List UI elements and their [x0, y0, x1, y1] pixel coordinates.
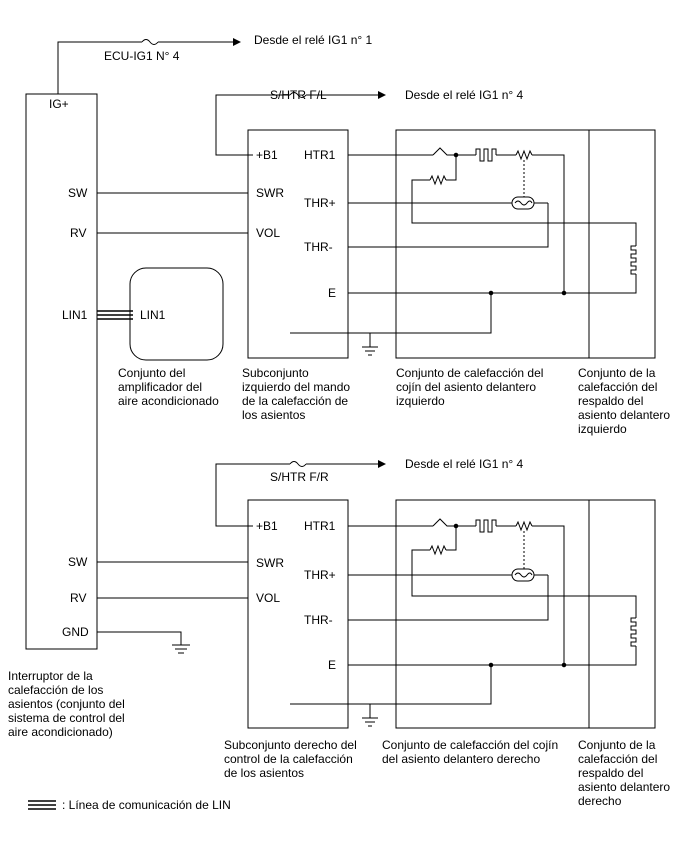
left-junction-2	[561, 290, 567, 296]
right-pin-thr-minus: THR-	[304, 613, 333, 627]
pin-sw1-label: SW	[68, 186, 88, 200]
left-cushion-box	[395, 129, 590, 359]
left-cushion-caption: Conjunto de calefacción del cojín del as…	[396, 366, 547, 408]
left-pin-swr: SWR	[256, 186, 284, 200]
right-pin-thr-plus: THR+	[304, 568, 336, 582]
left-pin-e: E	[328, 286, 336, 300]
right-cushion-caption: Conjunto de calefacción del cojín del as…	[382, 738, 561, 766]
right-thermistor-inner	[514, 572, 533, 578]
left-pin-thr-minus: THR-	[304, 240, 333, 254]
right-pin-htr1: HTR1	[304, 519, 336, 533]
right-back-supply-wire	[411, 549, 637, 618]
ig-feed-wire	[57, 41, 142, 94]
left-pin-b1: +B1	[256, 148, 278, 162]
right-thermal-switch	[432, 518, 456, 527]
fuse-shtr-fl-label: S/HTR F/L	[270, 88, 327, 102]
left-b1-feed-wire	[215, 94, 290, 156]
right-series-resistor	[515, 520, 533, 532]
right-side-resistor	[429, 544, 447, 556]
right-back-caption: Conjunto de la calefacción del respaldo …	[578, 738, 673, 808]
fuse-ecu-ig1-symbol	[141, 39, 159, 45]
left-pin-thr-plus: THR+	[304, 196, 336, 210]
fuse-shtr-fr-label: S/HTR F/R	[270, 470, 329, 484]
right-back-box	[588, 499, 656, 729]
pin-sw2-label: SW	[68, 555, 88, 569]
left-e-wire	[348, 274, 637, 294]
right-htr-to-ground	[532, 525, 565, 665]
pin-gnd-label: GND	[62, 625, 89, 639]
pin-ig-label: IG+	[49, 97, 69, 111]
legend-text: : Línea de comunicación de LIN	[62, 798, 231, 812]
right-pin-e: E	[328, 658, 336, 672]
right-controller-caption: Subconjunto derecho del control de la ca…	[224, 738, 360, 780]
fuse-shtr-fr-symbol	[289, 461, 307, 467]
right-e-wire	[348, 646, 637, 666]
right-controller-box	[247, 499, 349, 729]
left-pin-vol: VOL	[256, 226, 280, 240]
left-side-resistor	[429, 174, 447, 186]
right-pin-vol: VOL	[256, 591, 280, 605]
source-ig1-no1: Desde el relé IG1 n° 1	[254, 33, 373, 47]
left-htr-to-ground	[532, 154, 565, 293]
switch-unit-caption: Interruptor de la calefacción de los asi…	[8, 669, 128, 739]
left-pin-htr1: HTR1	[304, 148, 336, 162]
pin-rv1-label: RV	[70, 226, 86, 240]
right-e-ground-link	[370, 665, 492, 705]
source-ig1-no4-top: Desde el relé IG1 n° 4	[405, 88, 524, 102]
right-cushion-box	[395, 499, 590, 729]
source-ig1-no4-bottom: Desde el relé IG1 n° 4	[405, 457, 524, 471]
right-junction-2	[561, 662, 567, 668]
left-branch-wire	[446, 155, 457, 181]
amplifier-pin-label: LIN1	[140, 308, 166, 322]
left-thermal-switch	[432, 147, 456, 156]
left-back-heater-element	[630, 245, 637, 275]
right-branch-wire	[446, 526, 457, 551]
left-series-resistor	[515, 149, 533, 161]
pin-lin1-label: LIN1	[62, 308, 88, 322]
seat-heater-switch-box	[25, 93, 98, 650]
right-pin-b1: +B1	[256, 519, 278, 533]
right-back-heater-element	[630, 617, 637, 647]
left-back-supply-wire	[411, 179, 637, 246]
left-back-caption: Conjunto de la calefacción del respaldo …	[578, 366, 673, 436]
wire-gnd	[97, 631, 182, 645]
amplifier-caption: Conjunto del amplificador del aire acond…	[118, 366, 219, 408]
right-pin-swr: SWR	[256, 556, 284, 570]
lin-bus	[97, 310, 133, 320]
right-ground-wire	[290, 703, 371, 718]
left-thermistor-inner	[514, 200, 533, 206]
fuse-ecu-ig1-label: ECU-IG1 N° 4	[104, 49, 180, 63]
left-controller-caption: Subconjunto izquierdo del mando de la ca…	[242, 366, 353, 422]
left-cushion-heater-element	[475, 148, 497, 162]
left-e-ground-link	[370, 293, 492, 334]
amplifier-box	[129, 267, 224, 361]
right-thr-minus-wire	[348, 575, 549, 621]
left-back-box	[588, 129, 656, 359]
legend-lin-symbol	[28, 800, 56, 810]
left-ground-wire	[290, 332, 371, 347]
right-b1-feed-wire	[215, 463, 290, 527]
right-cushion-heater-element	[475, 519, 497, 533]
pin-rv2-label: RV	[70, 591, 86, 605]
fuse-shtr-fl-symbol	[289, 92, 307, 98]
left-controller-box	[247, 129, 349, 359]
left-thr-minus-wire	[348, 203, 549, 248]
